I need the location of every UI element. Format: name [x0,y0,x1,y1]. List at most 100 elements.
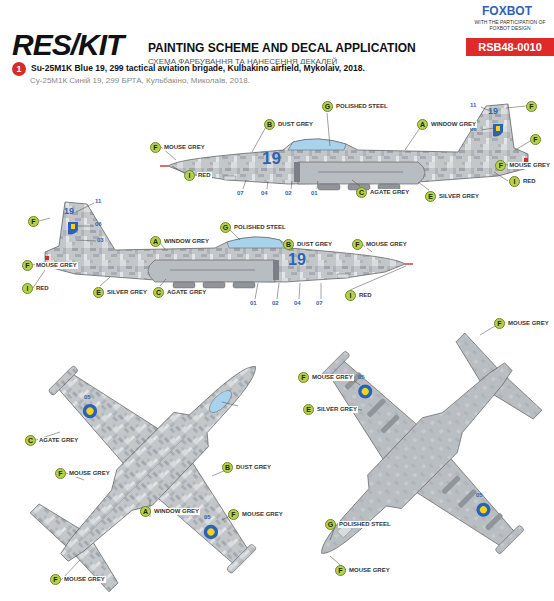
color-callout: FMOUSE GREY [55,468,111,479]
color-name: MOUSE GREY [507,320,550,327]
decal-number: 04 [261,190,268,197]
color-name: DUST GREY [235,464,272,471]
color-name: SILVER GREY [106,289,148,296]
color-callout: IRED [345,290,373,301]
decal-number: 01 [250,300,257,307]
color-code: G [322,101,333,112]
color-code: F [526,101,537,112]
color-code: C [25,435,36,446]
color-name: SILVER GREY [438,193,480,200]
color-callout: IRED [22,283,50,294]
color-callout: IRED [184,170,212,181]
color-code: F [530,134,541,145]
color-name: MOUSE GREY [311,374,354,381]
color-code: G [220,222,231,233]
color-callout: AWINDOW GREY [150,236,210,247]
brand: FOXBOT [482,5,532,18]
color-code: I [345,290,356,301]
color-code: A [417,119,428,130]
color-callout: GPOLISHED STEEL [322,101,389,112]
color-code: E [303,404,314,415]
color-name: MOUSE GREY [508,162,551,169]
side-view-left [160,104,528,190]
bottom-view [232,277,554,601]
scheme-number: 1 [12,62,26,76]
color-code: E [425,191,436,202]
kit-number: RSB48-0010 [466,38,554,56]
leader-lines [33,106,532,580]
color-callout: FMOUSE GREY [298,372,354,383]
color-name: WINDOW GREY [153,508,200,515]
color-name: RED [358,292,373,299]
color-callout: FMOUSE GREY [352,239,408,250]
color-code: F [494,318,505,329]
scheme-heading: 1 Su-25M1K Blue 19, 299 tactical aviation… [12,62,366,76]
color-name: AGATE GREY [166,289,207,296]
decal-number: 01 [311,190,318,197]
color-callout: AWINDOW GREY [417,119,477,130]
color-name: DUST GREY [277,121,314,128]
color-name: WINDOW GREY [430,121,477,128]
color-code: I [184,170,195,181]
decal-number: 05 [476,492,483,499]
color-callout: F [28,216,39,227]
color-code: E [93,287,104,298]
color-name: RED [522,178,537,185]
scheme-title: Su-25M1K Blue 19, 299 tactical aviation … [30,64,366,73]
logo: RES/KIT [12,30,123,60]
tail-emblem [68,124,503,235]
color-name: MOUSE GREY [163,144,206,151]
color-code: I [22,283,33,294]
tail-number: 19 [488,107,498,117]
top-view [0,275,347,601]
scheme-subtitle: Су-25М1К Синій 19, 299 БРТА, Кульбакіно,… [30,77,250,86]
color-code: B [264,119,275,130]
color-callout: ESILVER GREY [93,287,148,298]
color-name: POLISHED STEEL [233,224,287,231]
color-code: F [228,509,239,520]
title: PAINTING SCHEME AND DECAL APPLICATION [148,42,416,55]
color-code: F [22,260,33,271]
decal-number: 05 [358,374,365,381]
decal-number: 06 [95,221,102,228]
color-name: RED [35,285,50,292]
color-name: MOUSE GREY [35,262,78,269]
color-code: B [222,462,233,473]
color-name: MOUSE GREY [68,470,111,477]
color-name: AGATE GREY [369,189,410,196]
color-code: C [153,287,164,298]
color-callout: GPOLISHED STEEL [220,222,287,233]
color-code: A [150,236,161,247]
color-callout: ESILVER GREY [303,404,358,415]
color-callout: FMOUSE GREY [22,260,78,271]
color-code: F [150,142,161,153]
color-name: WINDOW GREY [163,238,210,245]
color-code: I [509,176,520,187]
color-callout: FMOUSE GREY [150,142,206,153]
decal-number: 05 [204,514,211,521]
color-name: MOUSE GREY [241,511,284,518]
color-code: F [298,372,309,383]
decal-number: 02 [272,300,279,307]
color-name: POLISHED STEEL [335,103,389,110]
color-code: F [28,216,39,227]
color-callout: FMOUSE GREY [50,574,106,585]
color-code: F [352,239,363,250]
decal-number: 02 [285,190,292,197]
color-callout: FMOUSE GREY [495,160,551,171]
color-name: DUST GREY [296,241,333,248]
color-callout: CAGATE GREY [153,287,207,298]
credit: WITH THE PARTICIPATION OF FOXBOT DESIGN [470,20,550,31]
decal-number: 05 [84,394,91,401]
color-callout: FMOUSE GREY [494,318,550,329]
color-code: F [335,565,346,576]
board-number: 19 [288,251,306,269]
color-callout: F [526,101,537,112]
color-name: MOUSE GREY [365,241,408,248]
color-name: MOUSE GREY [63,576,106,583]
color-name: MOUSE GREY [348,567,391,574]
color-callout: F [530,134,541,145]
color-callout: FMOUSE GREY [335,565,391,576]
color-code: A [140,506,151,517]
